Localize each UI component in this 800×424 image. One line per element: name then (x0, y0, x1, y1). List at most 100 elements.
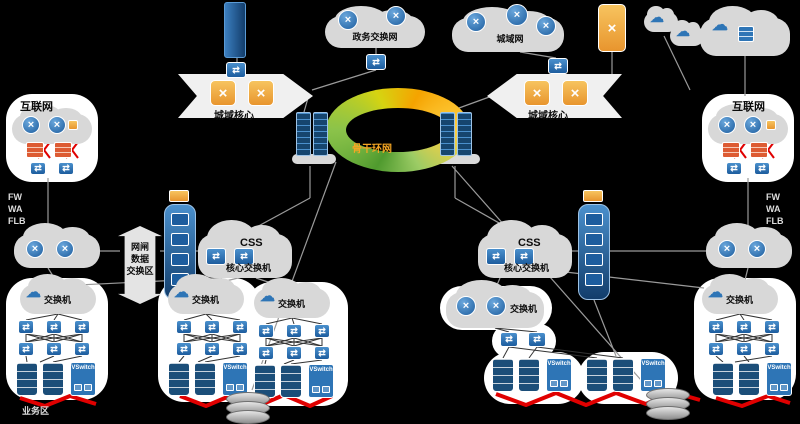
vswitch-label: VSwitch (223, 365, 247, 371)
switch-icon (46, 342, 62, 356)
server-rack (168, 362, 190, 396)
cloud-icon (712, 18, 728, 34)
cloud-icon (676, 24, 690, 38)
server-rack (586, 358, 608, 392)
switch-icon (736, 342, 752, 356)
metro-network-label: 城域网 (496, 34, 524, 44)
access-label-4: 交换机 (510, 304, 538, 314)
css-right-subtitle: 核心交换机 (504, 263, 550, 273)
access-label-3: 交换机 (278, 299, 306, 309)
vswitch-label: VSwitch (71, 365, 95, 371)
switch-icon (736, 320, 752, 334)
zone-label: 业务区 (22, 406, 50, 416)
access-label-2: 交换机 (192, 295, 220, 305)
exchange-network-label: 政务交换网 (352, 32, 398, 42)
router-icon (536, 16, 556, 36)
fw-label: FW (766, 192, 780, 202)
router-icon (386, 6, 406, 26)
security-device-icon (68, 120, 78, 130)
vm-icon (644, 380, 652, 387)
switch-icon (74, 342, 90, 356)
tower-icon (224, 2, 246, 58)
router-icon (506, 4, 528, 26)
vswitch-badge: VSwitch (70, 362, 96, 396)
server-rack (518, 358, 540, 392)
vm-icon (236, 384, 244, 391)
switch-icon (764, 320, 780, 334)
router-icon (718, 116, 736, 134)
switch-icon (176, 320, 192, 334)
flb-label: FLB (766, 216, 784, 226)
switch-icon (366, 54, 386, 70)
metro-core-right-label: 城域核心 (528, 111, 568, 122)
switch-icon (18, 320, 34, 334)
server-rack (16, 362, 38, 396)
security-banner-right (578, 204, 610, 300)
router-icon (210, 80, 236, 106)
partner-network-cloud (700, 5, 790, 56)
cloud-icon (260, 289, 275, 304)
router-icon (744, 116, 762, 134)
router-icon (248, 80, 274, 106)
device-icon (585, 253, 603, 266)
device-icon (171, 233, 189, 246)
css-right-title: CSS (518, 237, 541, 249)
switch-icon (314, 346, 330, 360)
vm-icon (654, 380, 662, 387)
firewall-icon (54, 142, 72, 158)
router-icon (718, 240, 736, 258)
exchange-network-cloud (325, 5, 425, 48)
server-rack (194, 362, 216, 396)
wa-label: WA (766, 204, 781, 214)
cloud-icon (708, 285, 723, 300)
access-label-5: 交换机 (726, 295, 754, 305)
flb-label: FLB (8, 216, 26, 226)
switch-icon (726, 162, 742, 175)
cloud-icon (650, 10, 664, 24)
switch-icon (286, 346, 302, 360)
vm-icon (74, 384, 82, 391)
core-chassis-icon (440, 112, 455, 156)
building-icon (738, 26, 754, 42)
router-icon (338, 10, 358, 30)
vswitch-label: VSwitch (547, 361, 571, 367)
server-rack (42, 362, 64, 396)
database-icon (646, 406, 690, 420)
backbone-ring (326, 88, 470, 172)
switch-icon (176, 342, 192, 356)
server-rack (280, 364, 302, 398)
css-left-subtitle: 核心交换机 (226, 263, 272, 273)
switch-icon (30, 162, 46, 175)
switch-icon (232, 342, 248, 356)
access-label-1: 交换机 (44, 295, 72, 305)
device-icon (171, 253, 189, 266)
vm-icon (550, 380, 558, 387)
router-icon (598, 4, 626, 52)
metro-core-left-label: 城域核心 (214, 111, 254, 122)
wa-label: WA (8, 204, 23, 214)
vswitch-badge: VSwitch (308, 364, 334, 398)
vswitch-badge: VSwitch (222, 362, 248, 396)
vm-icon (84, 384, 92, 391)
router-icon (48, 116, 66, 134)
vswitch-label: VSwitch (309, 367, 333, 373)
internet-left-label: 互联网 (20, 101, 53, 113)
switch-icon (528, 332, 546, 347)
switch-icon (486, 248, 506, 265)
vm-icon (780, 384, 788, 391)
router-icon (456, 296, 476, 316)
router-icon (26, 240, 44, 258)
server-rack (712, 362, 734, 396)
fw-label: FW (8, 192, 22, 202)
switch-icon (258, 324, 274, 338)
gate-label: 网闸 (130, 242, 149, 252)
security-device-icon (766, 120, 776, 130)
database-icon (226, 410, 270, 424)
switch-icon (204, 342, 220, 356)
vm-icon (560, 380, 568, 387)
vswitch-badge: VSwitch (546, 358, 572, 392)
internet-right-label: 互联网 (732, 101, 765, 113)
switch-icon (232, 320, 248, 334)
